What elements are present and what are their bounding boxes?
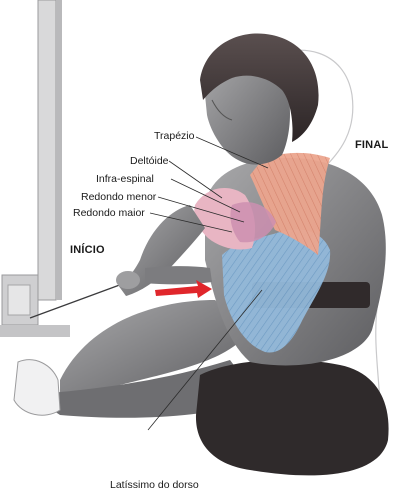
leader-lines bbox=[147, 136, 269, 431]
rotator-muscles bbox=[230, 202, 276, 243]
cable-machine bbox=[0, 0, 126, 337]
phase-end-label: FINAL bbox=[355, 139, 389, 151]
label-infra-espinal: Infra-espinal bbox=[96, 173, 154, 185]
label-redondo-maior: Redondo maior bbox=[73, 207, 145, 219]
shoe bbox=[13, 359, 61, 416]
trapezio-muscle bbox=[250, 152, 330, 255]
phase-start-label: INÍCIO bbox=[70, 244, 105, 256]
label-latissimo: Latíssimo do dorso bbox=[110, 479, 199, 491]
motion-arrow-icon bbox=[155, 280, 212, 298]
cable-line bbox=[29, 282, 126, 319]
latissimo-muscle bbox=[222, 229, 331, 353]
label-deltoide: Deltóide bbox=[130, 155, 169, 167]
hand bbox=[116, 271, 140, 289]
arms bbox=[116, 205, 212, 296]
head bbox=[200, 33, 319, 165]
label-trapezio: Trapézio bbox=[154, 130, 195, 142]
label-redondo-menor: Redondo menor bbox=[81, 191, 157, 203]
shorts bbox=[195, 359, 389, 476]
